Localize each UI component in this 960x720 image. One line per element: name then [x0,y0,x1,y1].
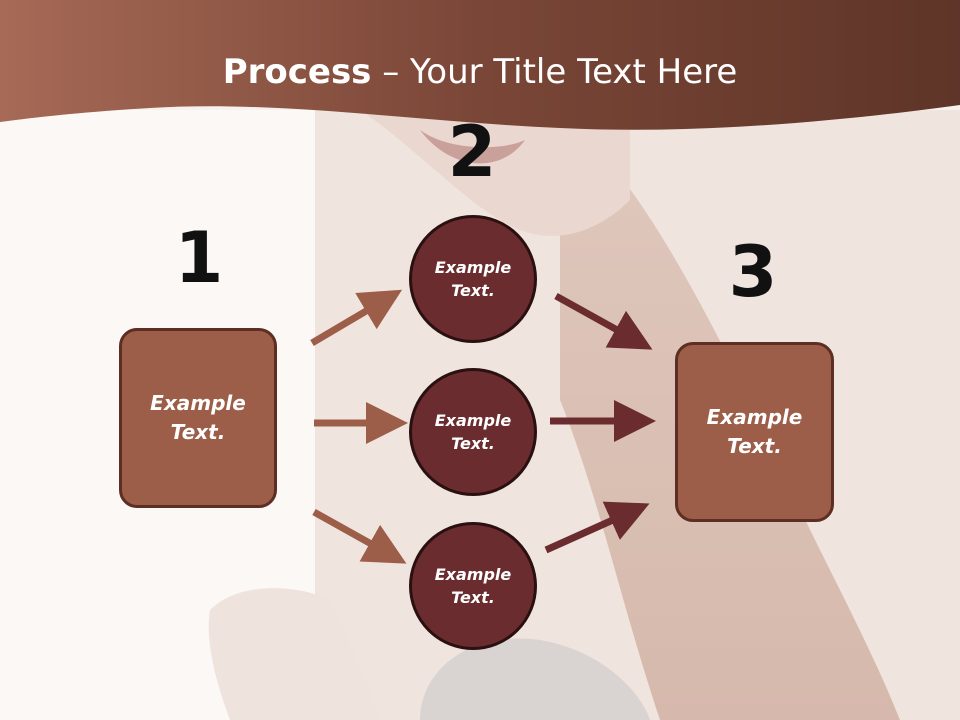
face-shape [360,110,630,236]
arrow-1-to-2-top [310,289,403,347]
header-band [0,0,960,130]
step-1-box: Example Text. [119,328,277,508]
mouth-shape [420,130,525,164]
title-rest: – Your Title Text Here [371,52,738,92]
arrow-2-to-3-bottom [544,501,650,554]
title-bold: Process [222,52,372,92]
step-number-2: 2 [447,111,497,193]
step-1-text: Example Text. [150,391,246,444]
step-2-circle-top: Example Text. [409,215,537,343]
step-2-circle-bottom: Example Text. [409,522,537,650]
step-2-circle-middle: Example Text. [409,368,537,496]
step-3-box: Example Text. [675,342,834,522]
arrow-1-to-2-bottom [312,508,407,564]
shirt-shape [420,638,650,720]
arrow-2-to-3-top [554,292,653,350]
step-number-3: 3 [728,231,778,313]
step-3-text: Example Text. [706,405,803,458]
circle-text-middle: Example Text. [434,410,512,453]
hand-shape [208,588,380,720]
circle-text-bottom: Example Text. [434,564,512,607]
slide-title: Process – Your Title Text Here [0,52,960,92]
circle-text-top: Example Text. [434,257,512,300]
step-number-1: 1 [174,217,224,299]
